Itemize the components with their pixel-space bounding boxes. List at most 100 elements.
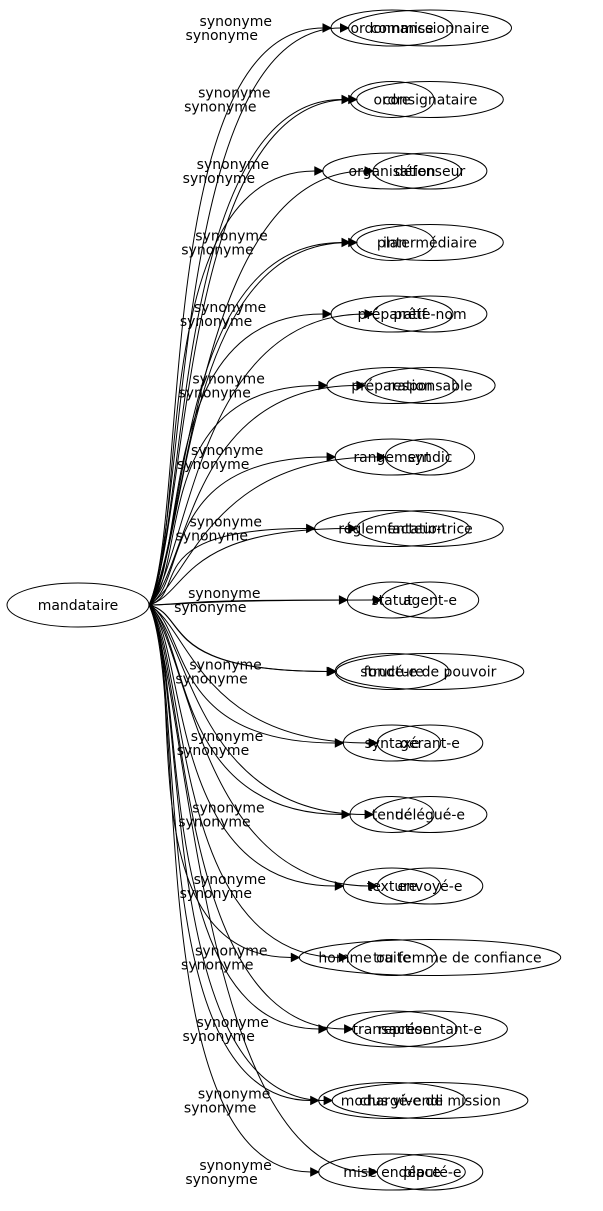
edge-delegue-e-line [148,604,366,815]
edge-gerant-e-line [148,604,370,744]
edge-texture-label: synonyme [180,886,252,902]
node-preparation-label: préparation [351,379,433,395]
node-gerant-e[interactable]: gérant-e [376,724,484,762]
edge-envoye-e-line [148,604,370,887]
edge-representant-e-line [148,604,345,1030]
edge-ordonnance-arrow [322,23,333,33]
node-commissionnaire-label: commissionnaire [371,21,490,37]
node-responsable[interactable]: responsable [364,367,496,404]
edge-depute-e-line [148,604,370,1173]
node-prete-nom[interactable]: prête-nom [372,295,488,333]
node-intermediaire[interactable]: intermédiaire [356,224,504,261]
node-consignataire-shape [356,81,504,118]
node-transaction-label: transaction [352,1022,431,1038]
edge-responsable: synonyme [148,372,367,606]
edge-texture-arrow [334,881,345,891]
edge-statut: synonyme [148,595,349,616]
node-syndic[interactable]: syndic [384,438,476,476]
node-structure[interactable]: structure [334,653,450,690]
node-rangement-label: rangement [353,450,431,466]
node-envoye-e[interactable]: envoyé-e [376,867,484,905]
node-plan[interactable]: plan [349,224,435,261]
node-fonde-e-de-pouvoir[interactable]: fondé-e de pouvoir [335,653,525,690]
edge-representant-e-arrow [344,1024,354,1034]
edge-gerant-e-label: synonyme [191,729,263,745]
node-facteur-trice-label: facteur-trice [387,522,473,538]
edge-modus-vivendi: synonyme [148,604,320,1117]
edge-charge-e-de-mission-arrow [323,1095,334,1106]
node-syntaxe[interactable]: syntaxe [342,724,442,762]
edge-commissionnaire-label: synonyme [200,14,272,30]
edge-preparation-line [148,385,319,606]
edge-envoye-e: synonyme [148,604,379,891]
node-ordre[interactable]: ordre [349,81,435,118]
node-modus-vivendi[interactable]: modus vivendi [318,1082,466,1119]
node-traite[interactable]: traite [346,939,438,976]
edge-representant-e-label: synonyme [196,1015,268,1031]
node-agent-e-label: agent-e [403,593,457,609]
edge-syndic-arrow [376,452,387,462]
node-defenseur[interactable]: défenseur [372,152,488,190]
edge-prete-nom-arrow [364,309,375,319]
node-syntaxe-label: syntaxe [365,736,420,752]
node-delegue-e[interactable]: délégué-e [372,796,488,833]
node-envoye-e-shape [376,867,484,905]
node-rangement-shape [334,438,450,476]
node-commissionnaire[interactable]: commissionnaire [348,9,512,47]
node-preparation[interactable]: préparation [326,367,458,404]
edge-syntaxe-arrow [334,738,345,748]
edge-depute-e: synonyme [148,604,379,1177]
node-texture[interactable]: texture [342,867,442,905]
edge-mise-en-place: synonyme [148,604,320,1188]
edge-delegue-e-arrow [364,809,375,820]
node-organisation[interactable]: organisation [322,152,462,190]
node-tenue[interactable]: tenue [349,796,435,833]
node-gerant-e-label: gérant-e [400,736,460,752]
node-reglementation[interactable]: réglementation [314,510,470,547]
node-consignataire-label: consignataire [383,93,478,109]
edge-organisation-arrow [314,166,324,176]
edge-tenue-arrow [341,809,352,820]
edge-ordonnance-label: synonyme [186,28,258,44]
edge-prete-nom-label: synonyme [194,300,266,316]
node-traite-shape [346,939,438,976]
node-transaction[interactable]: transaction [326,1010,458,1048]
node-preparatif-shape [330,295,454,333]
node-mise-en-place[interactable]: mise en place [318,1153,466,1191]
node-texture-label: texture [367,879,418,895]
edge-consignataire-label: synonyme [198,86,270,102]
edge-structure-arrow [326,666,337,677]
node-charge-e-de-mission[interactable]: chargé-e de mission [331,1082,529,1119]
node-ordonnance[interactable]: ordonnance [330,9,454,47]
edge-charge-e-de-mission-label: synonyme [198,1087,270,1103]
node-mandataire-shape [6,582,150,628]
node-plan-label: plan [377,236,407,252]
node-rangement[interactable]: rangement [334,438,450,476]
node-mandataire[interactable]: mandataire [6,582,150,628]
node-defenseur-shape [372,152,488,190]
edge-commissionnaire-line [148,27,341,606]
edge-traite: synonyme [148,604,349,974]
edge-statut-line [148,599,340,606]
node-preparatif[interactable]: préparatif [330,295,454,333]
node-statut-label: statut [371,593,413,609]
edges-layer: synonymesynonymesynonymesynonymesynonyme… [148,14,387,1188]
node-modus-vivendi-shape [318,1082,466,1119]
edge-gerant-e-arrow [368,738,379,748]
node-consignataire[interactable]: consignataire [356,81,504,118]
edge-reglementation-arrow [306,523,316,534]
node-homme-ou-femme-de-confiance[interactable]: homme ou femme de confiance [298,939,562,976]
edge-preparation: synonyme [148,380,329,606]
node-prete-nom-shape [372,295,488,333]
node-facteur-trice[interactable]: facteur-trice [356,510,504,547]
node-depute-e[interactable]: député-e [376,1153,484,1191]
node-preparation-shape [326,367,458,404]
edge-responsable-line [148,385,357,606]
node-statut[interactable]: statut [346,581,438,619]
node-agent-e[interactable]: agent-e [380,581,480,619]
edge-rangement-line [148,456,328,606]
edge-depute-e-label: synonyme [199,1158,271,1174]
edge-reglementation-line [148,528,307,606]
